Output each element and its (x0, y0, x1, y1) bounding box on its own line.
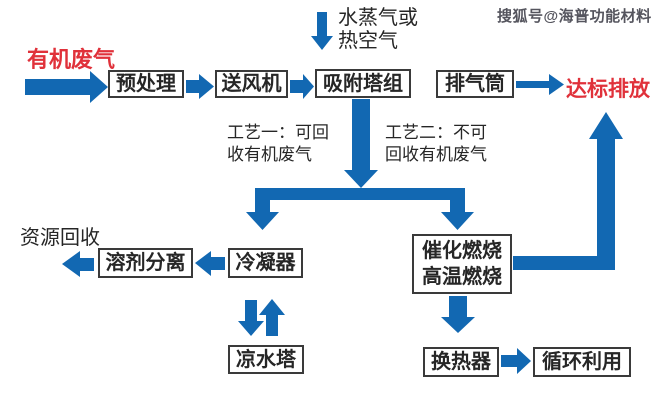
arrow-exchanger-to-recycling (501, 348, 531, 374)
arrow-branch-right-down (441, 200, 474, 230)
process1-label: 工艺一：可回 收有机废气 (227, 122, 329, 166)
arrow-condenser-to-solvent (195, 251, 225, 276)
box-adsorption-towers: 吸附塔组 (315, 69, 411, 98)
watermark: 搜狐号@海普功能材料 (497, 8, 652, 25)
arrow-stack-to-outlet (516, 74, 564, 95)
inlet-label: 有机废气 (27, 47, 116, 72)
steam-label-line1: 水蒸气或 (338, 7, 418, 29)
steam-label: 水蒸气或 热空气 (338, 7, 418, 53)
box-solvent-separation: 溶剂分离 (98, 248, 193, 278)
resource-recovery-label: 资源回收 (20, 227, 100, 249)
box-heat-exchanger: 换热器 (423, 347, 499, 377)
arrow-steam-down (311, 12, 333, 50)
process2-label: 工艺二：不可 回收有机废气 (385, 122, 487, 166)
box-exhaust-stack: 排气筒 (436, 70, 514, 98)
box-combustion-line2: 高温燃烧 (422, 266, 502, 288)
arrow-inlet-right (25, 71, 108, 103)
process1-label-line1: 工艺一：可回 (227, 123, 329, 142)
steam-label-line2: 热空气 (338, 30, 398, 52)
box-pretreatment: 预处理 (108, 70, 184, 98)
process1-label-line2: 收有机废气 (227, 145, 312, 164)
arrow-pretreatment-to-blower (186, 74, 214, 99)
arrow-blower-to-adsorption (290, 74, 314, 99)
process2-label-line1: 工艺二：不可 (385, 123, 487, 142)
arrow-condenser-to-tower-down (238, 300, 264, 336)
arrow-branch-left-down (246, 200, 279, 230)
box-cooling-tower: 凉水塔 (228, 345, 304, 374)
box-blower: 送风机 (215, 70, 288, 98)
branch-bar (255, 188, 465, 200)
arrow-adsorption-down (344, 99, 378, 188)
box-combustion-line1: 催化燃烧 (422, 240, 502, 262)
arrow-solvent-to-resource (62, 251, 94, 277)
arrow-combustion-down (441, 296, 475, 333)
box-recycling: 循环利用 (533, 347, 631, 377)
box-combustion: 催化燃烧 高温燃烧 (412, 234, 512, 294)
process2-label-line2: 回收有机废气 (385, 145, 487, 164)
arrow-combustion-return-up (513, 112, 623, 270)
arrow-tower-to-condenser-up (259, 299, 285, 336)
outlet-label: 达标排放 (566, 78, 650, 101)
box-condenser: 冷凝器 (228, 248, 303, 278)
